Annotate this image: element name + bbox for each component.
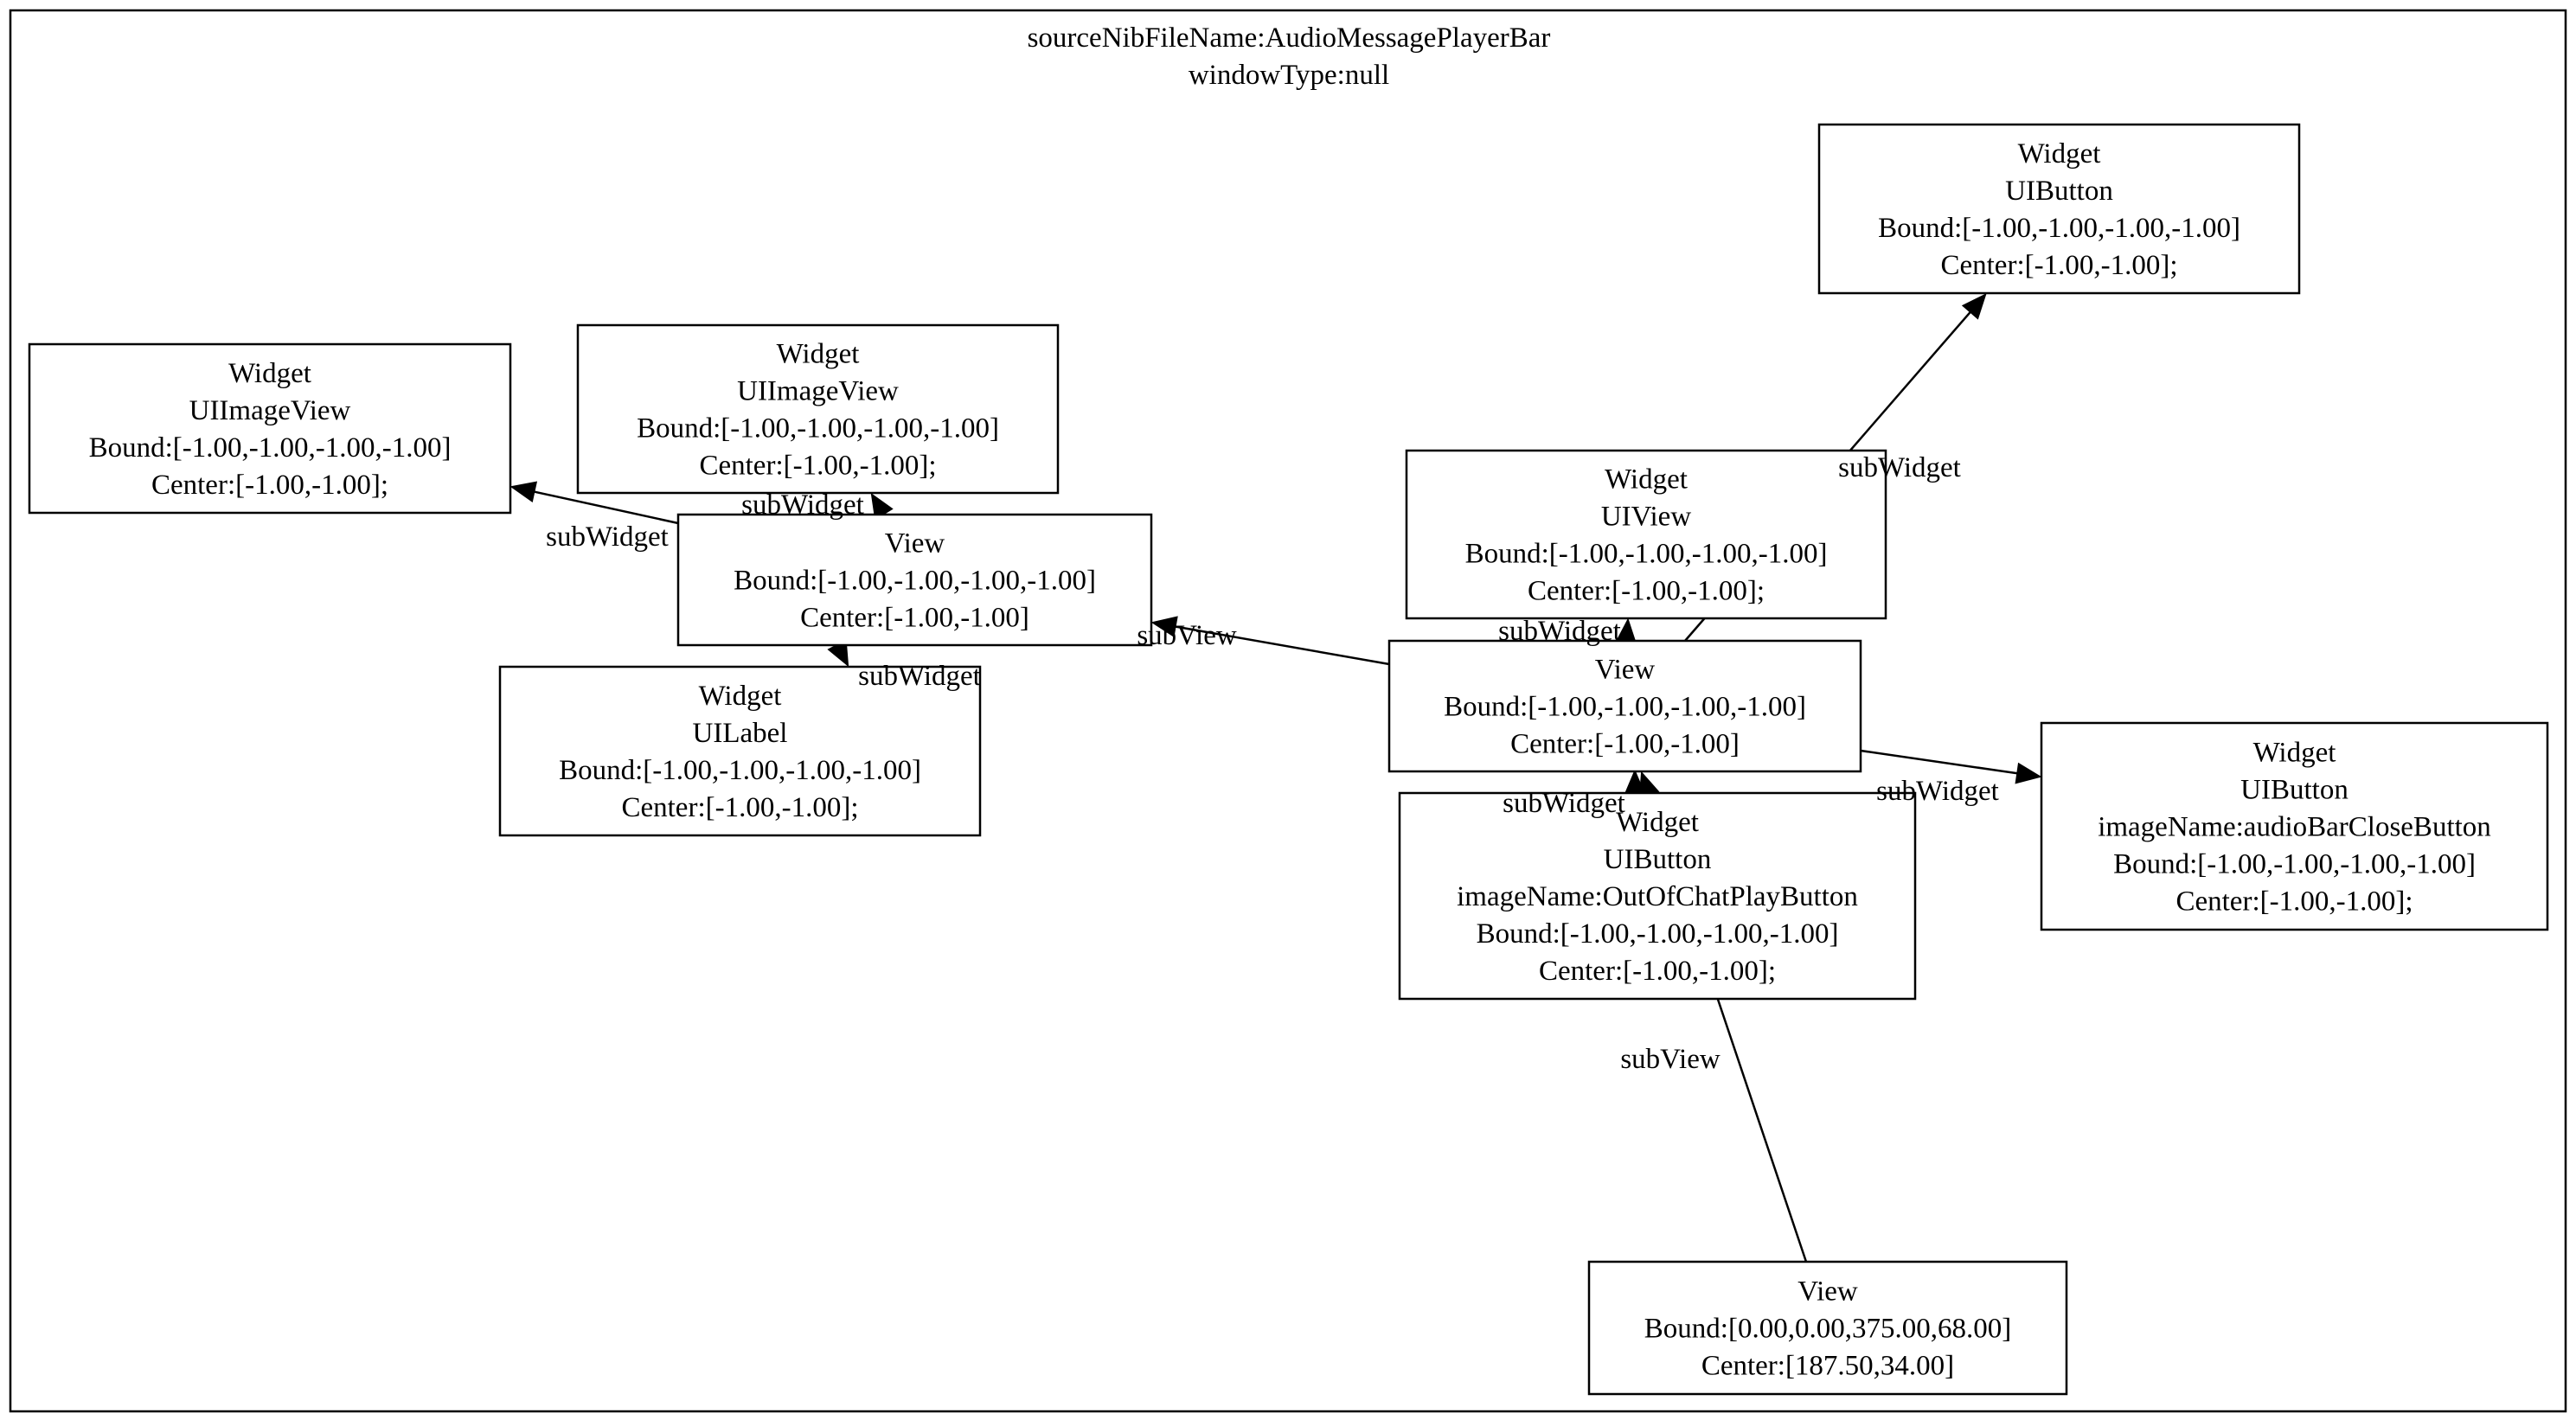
node-text-line: imageName:OutOfChatPlayButton [1457, 881, 1858, 912]
node-text-line: UIButton [1604, 844, 1712, 875]
node-text-line: View [1797, 1276, 1858, 1308]
node-text-line: Bound:[-1.00,-1.00,-1.00,-1.00] [1465, 539, 1828, 570]
node-text-line: Center:[-1.00,-1.00] [1510, 729, 1740, 760]
node-box [1587, 1260, 2068, 1396]
node-text-line: Widget [2253, 738, 2336, 769]
node-text-line: Widget [2018, 138, 2101, 170]
node-text-line: UIView [1601, 502, 1691, 533]
edge-arrowhead [509, 481, 538, 502]
edge-left-to-imageview-a [509, 481, 679, 525]
node-text-line: Widget [1605, 464, 1688, 496]
edge-label-center-to-uiview: subWidget [1498, 616, 1621, 647]
node-text-line: Widget [228, 358, 311, 389]
edge-line [1175, 625, 1390, 666]
node-uilabel: WidgetUILabelBound:[-1.00,-1.00,-1.00,-1… [498, 665, 982, 837]
edge-line [534, 490, 679, 525]
edge-label-left-to-label: subWidget [858, 661, 981, 692]
edge-label-left-to-imageview-a: subWidget [546, 521, 669, 553]
edge-center-to-left [1150, 616, 1390, 666]
edge-label-center-to-left: subView [1137, 620, 1237, 651]
node-text-line: UIButton [2005, 176, 2113, 207]
node-text-line: UIImageView [189, 395, 351, 426]
edge-line [1860, 749, 2018, 775]
edge-label-left-to-imageview-b: subWidget [741, 489, 864, 521]
edge-arrowhead [2015, 762, 2042, 784]
node-text-line: Bound:[-1.00,-1.00,-1.00,-1.00] [1477, 918, 1839, 950]
node-uiimageview-a: WidgetUIImageViewBound:[-1.00,-1.00,-1.0… [28, 342, 512, 515]
node-box [1817, 123, 2301, 295]
node-box [576, 323, 1060, 495]
node-uiimageview-b: WidgetUIImageViewBound:[-1.00,-1.00,-1.0… [576, 323, 1060, 495]
node-text-line: Center:[-1.00,-1.00]; [1539, 956, 1776, 987]
edge-center-to-button-close [1860, 749, 2042, 784]
node-text-line: Center:[-1.00,-1.00]; [699, 451, 936, 482]
node-text-line: UIImageView [737, 376, 899, 407]
node-text-line: Center:[-1.00,-1.00] [800, 603, 1029, 634]
node-uibutton-top: WidgetUIButtonBound:[-1.00,-1.00,-1.00,-… [1817, 123, 2301, 295]
node-text-line: Bound:[-1.00,-1.00,-1.00,-1.00] [89, 432, 452, 464]
node-text-line: View [885, 528, 945, 560]
node-text-line: Center:[-1.00,-1.00]; [2176, 886, 2413, 918]
node-text-line: View [1595, 655, 1656, 686]
node-text-line: Center:[-1.00,-1.00]; [1528, 576, 1765, 607]
node-text-line: Center:[-1.00,-1.00]; [621, 792, 858, 823]
node-text-line: Bound:[-1.00,-1.00,-1.00,-1.00] [637, 413, 999, 445]
node-text-line: UILabel [693, 718, 788, 749]
edge-arrowhead [1961, 293, 1987, 320]
node-text-line: Center:[-1.00,-1.00]; [151, 470, 388, 501]
node-box [28, 342, 512, 515]
node-box [676, 513, 1153, 647]
edge-label-center-to-button-top: subWidget [1838, 452, 1961, 483]
node-text-line: Widget [1616, 807, 1699, 838]
edge-label-center-to-button-close: subWidget [1876, 776, 1999, 807]
node-text-line: UIButton [2240, 775, 2349, 806]
node-text-line: imageName:audioBarCloseButton [2098, 812, 2491, 843]
node-text-line: Widget [777, 339, 860, 370]
node-box [1405, 449, 1887, 620]
node-text-line: Bound:[-1.00,-1.00,-1.00,-1.00] [734, 566, 1096, 597]
node-text-line: Bound:[-1.00,-1.00,-1.00,-1.00] [559, 755, 921, 786]
node-box [2040, 721, 2549, 931]
edge-labels-layer: subView subView subWidget subWidget subWidge… [546, 452, 1999, 1075]
cluster-title-line-1: sourceNibFileName:AudioMessagePlayerBar [1028, 22, 1551, 54]
node-text-line: Center:[-1.00,-1.00]; [1940, 250, 2177, 281]
node-text-line: Widget [699, 681, 782, 712]
edge-label-center-to-button-play: subWidget [1503, 788, 1625, 819]
node-uiview: WidgetUIViewBound:[-1.00,-1.00,-1.00,-1.… [1405, 449, 1887, 620]
node-text-line: Bound:[-1.00,-1.00,-1.00,-1.00] [1444, 692, 1806, 723]
node-box [1398, 791, 1917, 1001]
node-box [498, 665, 982, 837]
edge-label-root-to-center: subView [1620, 1044, 1721, 1075]
node-text-line: Bound:[-1.00,-1.00,-1.00,-1.00] [1878, 213, 2240, 244]
edge-arrowhead [1150, 616, 1178, 637]
node-box [1387, 639, 1862, 773]
cluster-title-line-2: windowType:null [1189, 60, 1389, 91]
node-text-line: Center:[187.50,34.00] [1701, 1351, 1954, 1382]
node-text-line: Bound:[-1.00,-1.00,-1.00,-1.00] [2113, 849, 2476, 880]
node-text-line: Bound:[0.00,0.00,375.00,68.00] [1644, 1314, 2011, 1345]
